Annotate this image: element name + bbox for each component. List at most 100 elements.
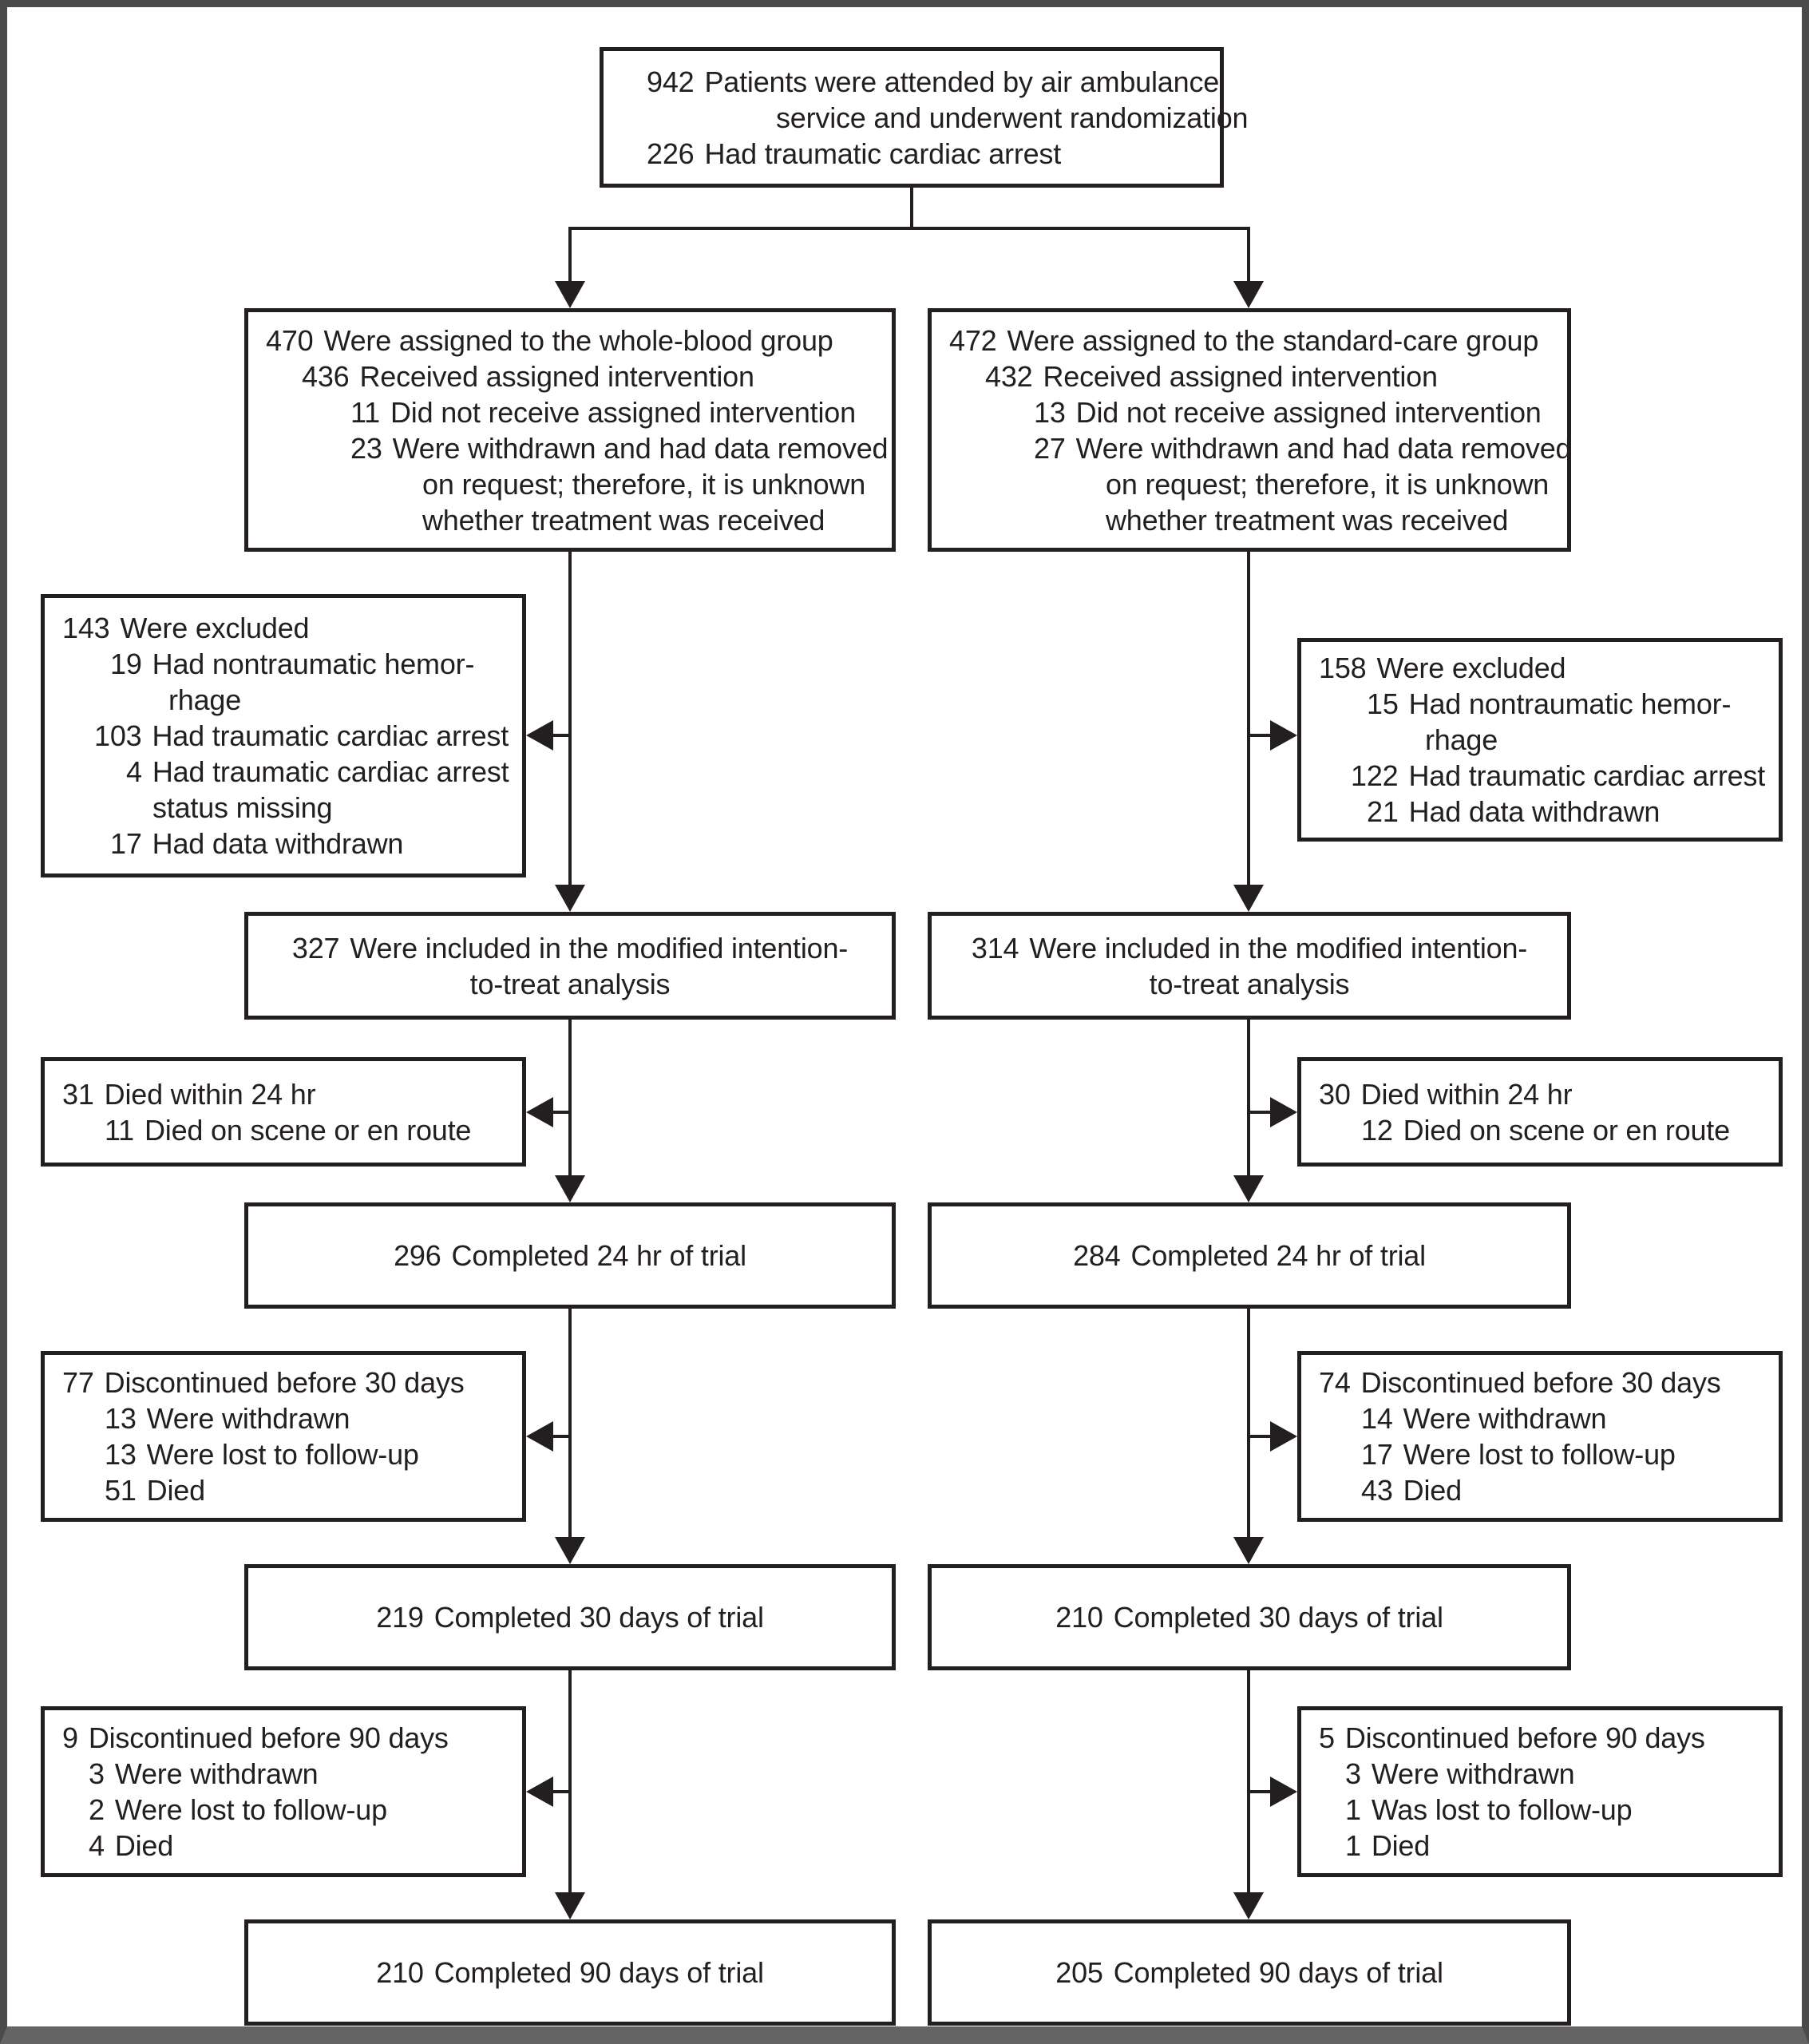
flow-line: 122 Had traumatic cardiac arrest (1319, 758, 1772, 794)
count-value: 43 (1361, 1474, 1393, 1507)
count-value: 122 (1351, 759, 1399, 792)
flow-line: 23 Were withdrawn and had data removed (266, 430, 889, 466)
flow-label: Were withdrawn (1403, 1402, 1607, 1435)
count-value: 4 (126, 755, 142, 788)
flow-label: Died (1371, 1829, 1431, 1862)
flow-line: 1 Was lost to follow-up (1319, 1792, 1772, 1828)
flow-label: Had traumatic cardiac arrest (1408, 759, 1766, 792)
flow-label: Discontinued before 90 days (88, 1721, 449, 1754)
arrowhead-left-icon (526, 1097, 553, 1127)
connector-line (1247, 552, 1250, 889)
flow-line: on request; therefore, it is unknown (266, 466, 885, 502)
count-value: 23 (350, 431, 382, 465)
arrowhead-right-icon (1270, 720, 1297, 751)
flow-label: Were lost to follow-up (114, 1793, 387, 1826)
count-value: 432 (985, 359, 1033, 393)
flow-label: to-treat analysis (1149, 967, 1350, 1000)
count-value: 17 (110, 827, 142, 860)
flow-label: Were lost to follow-up (146, 1438, 419, 1471)
connector-line (1247, 1435, 1277, 1438)
flow-label: Died within 24 hr (1360, 1077, 1573, 1111)
flow-label: Died (114, 1829, 174, 1862)
flow-line: service and underwent randomization (647, 100, 1249, 136)
connector-line (568, 230, 572, 284)
flow-line: 2 Were lost to follow-up (62, 1792, 516, 1828)
flow-label: Died on scene or en route (1403, 1113, 1730, 1147)
arrowhead-left-icon (526, 1421, 553, 1452)
count-value: 77 (62, 1366, 94, 1399)
flow-label: on request; therefore, it is unknown (422, 467, 866, 501)
flow-label: to-treat analysis (469, 967, 671, 1000)
count-value: 11 (105, 1113, 134, 1147)
flow-label: Were withdrawn and had data removed (1075, 431, 1572, 465)
flow-line: whether treatment was received (949, 502, 1561, 538)
flow-label: Were excluded (120, 612, 310, 644)
count-value: 15 (1367, 687, 1399, 720)
count-value: 3 (1345, 1757, 1361, 1790)
flow-line: rhage (62, 682, 516, 718)
connector-line (568, 1020, 572, 1180)
connector-line (547, 734, 572, 737)
flow-label: Did not receive assigned intervention (1075, 395, 1542, 429)
flow-label: Had traumatic cardiac arrest (152, 755, 509, 788)
flow-label: Patients were attended by air ambulance (704, 65, 1220, 98)
count-value: 9 (62, 1721, 78, 1754)
arrowhead-down-icon (555, 1175, 585, 1202)
flow-label: Died (146, 1474, 205, 1507)
arrowhead-right-icon (1270, 1421, 1297, 1452)
flow-label: Were withdrawn and had data removed (392, 431, 889, 465)
connector-line (547, 1435, 572, 1438)
count-value: 30 (1319, 1077, 1351, 1111)
flow-label: Was lost to follow-up (1371, 1793, 1633, 1826)
count-value: 327 (291, 931, 340, 965)
arrowhead-left-icon (526, 1777, 553, 1807)
flow-label: whether treatment was received (1106, 503, 1509, 537)
flow-line: rhage (1319, 722, 1772, 758)
count-value: 2 (89, 1793, 105, 1826)
count-value: 17 (1361, 1438, 1393, 1471)
flow-label: Were lost to follow-up (1403, 1438, 1676, 1471)
flow-label: Completed 24 hr of trial (1130, 1239, 1427, 1272)
arrowhead-down-icon (555, 1537, 585, 1564)
flow-label: service and underwent randomization (776, 101, 1249, 134)
flow-line: status missing (62, 790, 516, 826)
count-value: 21 (1367, 795, 1399, 828)
connector-line (1247, 1790, 1277, 1793)
flow-label: Discontinued before 90 days (1344, 1721, 1705, 1754)
flow-label: Completed 30 days of trial (433, 1601, 764, 1634)
count-value: 470 (266, 323, 314, 357)
count-value: 3 (89, 1757, 105, 1790)
flow-label: Died within 24 hr (104, 1077, 316, 1111)
flow-label: Did not receive assigned intervention (390, 395, 856, 429)
flow-label: Received assigned intervention (1043, 359, 1438, 393)
arrowhead-right-icon (1270, 1097, 1297, 1127)
arrowhead-down-icon (1233, 1175, 1264, 1202)
count-value: 226 (647, 137, 695, 170)
count-value: 314 (971, 931, 1019, 965)
count-value: 74 (1319, 1366, 1351, 1399)
flow-line: to-treat analysis (1150, 966, 1350, 1002)
count-value: 1 (1345, 1793, 1361, 1826)
flow-line: 30 Died within 24 hr (1319, 1076, 1772, 1112)
